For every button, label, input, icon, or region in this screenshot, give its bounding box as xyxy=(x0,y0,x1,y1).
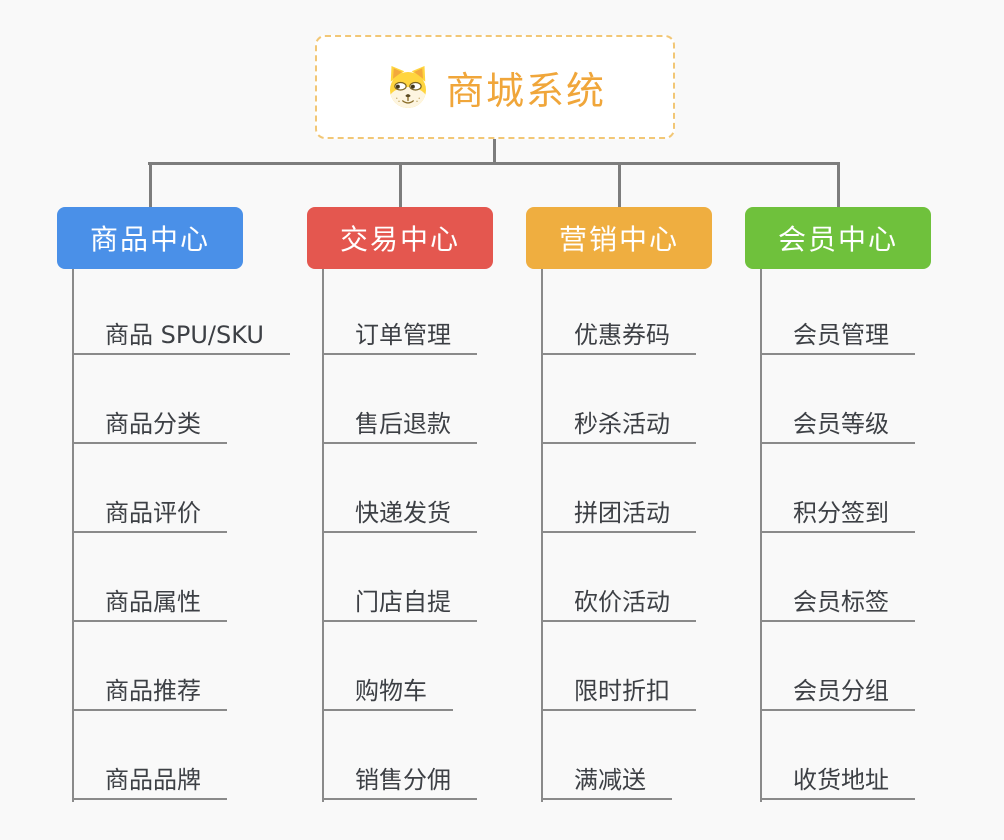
leaf-node[interactable]: 购物车 xyxy=(322,675,453,711)
leaf-node[interactable]: 砍价活动 xyxy=(541,586,696,622)
connector-branch-trunk xyxy=(760,269,762,802)
branch-box-2[interactable]: 营销中心 xyxy=(526,207,712,269)
leaf-node[interactable]: 秒杀活动 xyxy=(541,408,696,444)
branch-box-1[interactable]: 交易中心 xyxy=(307,207,493,269)
root-node[interactable]: 商城系统 xyxy=(315,35,675,139)
branch-label: 交易中心 xyxy=(339,223,460,256)
connector-horizontal-rail xyxy=(148,162,840,165)
leaf-node[interactable]: 收货地址 xyxy=(760,764,915,800)
leaf-node[interactable]: 会员等级 xyxy=(760,408,915,444)
leaf-node[interactable]: 门店自提 xyxy=(322,586,477,622)
leaf-node[interactable]: 订单管理 xyxy=(322,319,477,355)
connector-branch-drop xyxy=(398,162,402,208)
leaf-node[interactable]: 会员标签 xyxy=(760,586,915,622)
leaf-node[interactable]: 商品 SPU/SKU xyxy=(72,319,290,355)
connector-branch-drop xyxy=(617,162,621,208)
leaf-node[interactable]: 商品品牌 xyxy=(72,764,227,800)
leaf-node[interactable]: 限时折扣 xyxy=(541,675,696,711)
connector-branch-trunk xyxy=(541,269,543,802)
branch-label: 会员中心 xyxy=(777,223,898,256)
connector-branch-trunk xyxy=(72,269,74,802)
root-title: 商城系统 xyxy=(445,68,606,113)
leaf-node[interactable]: 优惠券码 xyxy=(541,319,696,355)
leaf-node[interactable]: 会员分组 xyxy=(760,675,915,711)
leaf-node[interactable]: 会员管理 xyxy=(760,319,915,355)
connector-branch-trunk xyxy=(322,269,324,802)
leaf-node[interactable]: 商品推荐 xyxy=(72,675,227,711)
connector-root-stem xyxy=(493,139,496,163)
leaf-node[interactable]: 快递发货 xyxy=(322,497,477,533)
leaf-node[interactable]: 销售分佣 xyxy=(322,764,477,800)
connector-branch-drop xyxy=(836,162,840,208)
branch-label: 商品中心 xyxy=(89,223,210,256)
leaf-node[interactable]: 售后退款 xyxy=(322,408,477,444)
leaf-node[interactable]: 积分签到 xyxy=(760,497,915,533)
leaf-node[interactable]: 商品属性 xyxy=(72,586,227,622)
branch-box-3[interactable]: 会员中心 xyxy=(745,207,931,269)
dog-face-icon xyxy=(384,63,432,111)
leaf-node[interactable]: 拼团活动 xyxy=(541,497,696,533)
branch-label: 营销中心 xyxy=(558,223,679,256)
branch-box-0[interactable]: 商品中心 xyxy=(57,207,243,269)
connector-branch-drop xyxy=(148,162,152,208)
leaf-node[interactable]: 满减送 xyxy=(541,764,672,800)
leaf-node[interactable]: 商品评价 xyxy=(72,497,227,533)
leaf-node[interactable]: 商品分类 xyxy=(72,408,227,444)
